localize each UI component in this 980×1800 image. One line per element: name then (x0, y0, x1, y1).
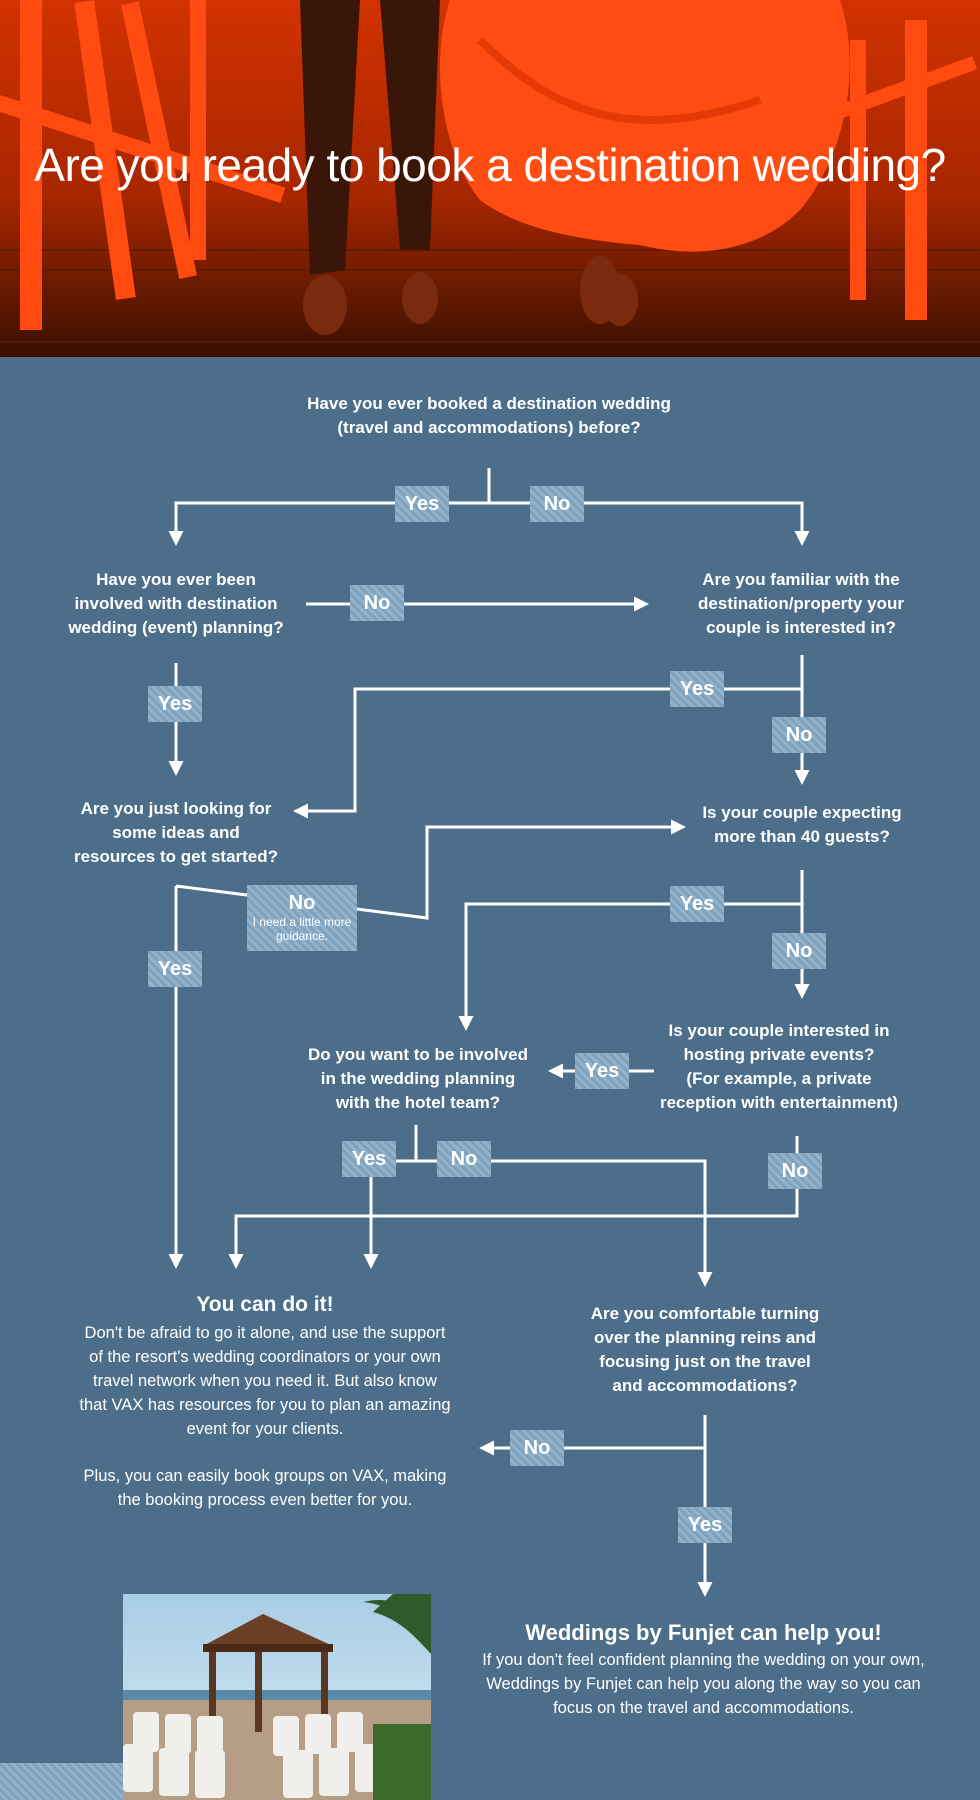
question-ideas-resources: Are you just looking for some ideas and … (73, 799, 279, 866)
decorative-strip (0, 1763, 123, 1800)
connector-q1-no (489, 501, 810, 546)
tag-q7-yes: Yes (575, 1053, 629, 1089)
question-private-events: Is your couple interested in hosting pri… (659, 1021, 899, 1112)
result-diy-title: You can do it! (196, 1293, 334, 1316)
result-funjet-title: Weddings by Funjet can help you! (525, 1620, 882, 1645)
tag-q6-yes: Yes (342, 1141, 396, 1177)
tag-q3-no: No (772, 717, 826, 753)
tag-q1-no: No (530, 486, 584, 522)
gazebo-photo (123, 1594, 431, 1800)
result-funjet-body: If you don't feel confident planning the… (482, 1651, 925, 1717)
tag-q2-no: No (350, 585, 404, 621)
tag-q4-no-sublabel: I need a little more guidance. (252, 915, 352, 943)
connector-q7-no (228, 1136, 799, 1269)
tag-q4-no-guidance: No I need a little more guidance. (247, 885, 357, 951)
hero-banner: Are you ready to book a destination wedd… (0, 0, 980, 357)
connector-q6-no (416, 1159, 713, 1287)
tag-q4-no-label: No (288, 892, 316, 914)
tag-q4-yes: Yes (148, 951, 202, 987)
tag-q5-no: No (772, 933, 826, 969)
connector-q1-yes (168, 501, 489, 546)
tag-q3-yes: Yes (670, 671, 724, 707)
connector-q5-yes (458, 870, 804, 1031)
connector-q3-yes (293, 655, 804, 819)
tag-q1-yes: Yes (395, 486, 449, 522)
tag-q7-no: No (768, 1153, 822, 1189)
tag-q8-yes: Yes (678, 1507, 732, 1543)
question-familiar-destination: Are you familiar with the destination/pr… (698, 570, 904, 637)
tag-q6-no: No (437, 1141, 491, 1177)
question-involved-planning: Do you want to be involved in the weddin… (307, 1045, 529, 1112)
page-title: Are you ready to book a destination wedd… (34, 139, 946, 191)
tag-q5-yes: Yes (670, 886, 724, 922)
result-diy-body: Don't be afraid to go it alone, and use … (79, 1324, 451, 1438)
tag-q2-yes: Yes (148, 686, 202, 722)
result-diy-body-groups: Plus, you can easily book groups on VAX,… (83, 1467, 447, 1509)
tag-q8-no: No (510, 1430, 564, 1466)
question-hand-over-planning: Are you comfortable turning over the pla… (590, 1304, 820, 1395)
question-event-planning: Have you ever been involved with destina… (68, 570, 284, 637)
question-booked-before: Have you ever booked a destination weddi… (307, 394, 671, 437)
hero-photo (0, 0, 980, 357)
question-guest-count: Is your couple expecting more than 40 gu… (702, 803, 902, 846)
